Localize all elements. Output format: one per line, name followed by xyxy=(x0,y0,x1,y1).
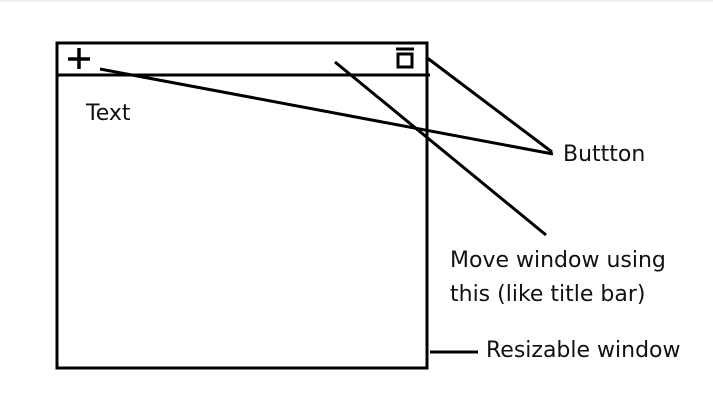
move-annotation-line-1: Move window using xyxy=(450,248,666,273)
top-edge-strip xyxy=(0,0,713,2)
move-annotation-line-2: this (like title bar) xyxy=(450,282,646,307)
button-pointer-line-right xyxy=(425,55,553,154)
button-annotation: Buttton xyxy=(563,142,646,167)
window-body-text: Text xyxy=(86,101,131,126)
button-pointer-line-left xyxy=(99,67,554,156)
resizable-window-frame[interactable] xyxy=(55,41,429,370)
move-pointer-line xyxy=(334,60,547,237)
move-window-annotation: Move window using this (like title bar) xyxy=(450,244,666,312)
resizable-window-annotation: Resizable window xyxy=(486,338,681,363)
window-restore-icon[interactable] xyxy=(396,47,414,69)
plus-icon[interactable] xyxy=(68,48,90,69)
title-bar[interactable] xyxy=(58,44,426,74)
